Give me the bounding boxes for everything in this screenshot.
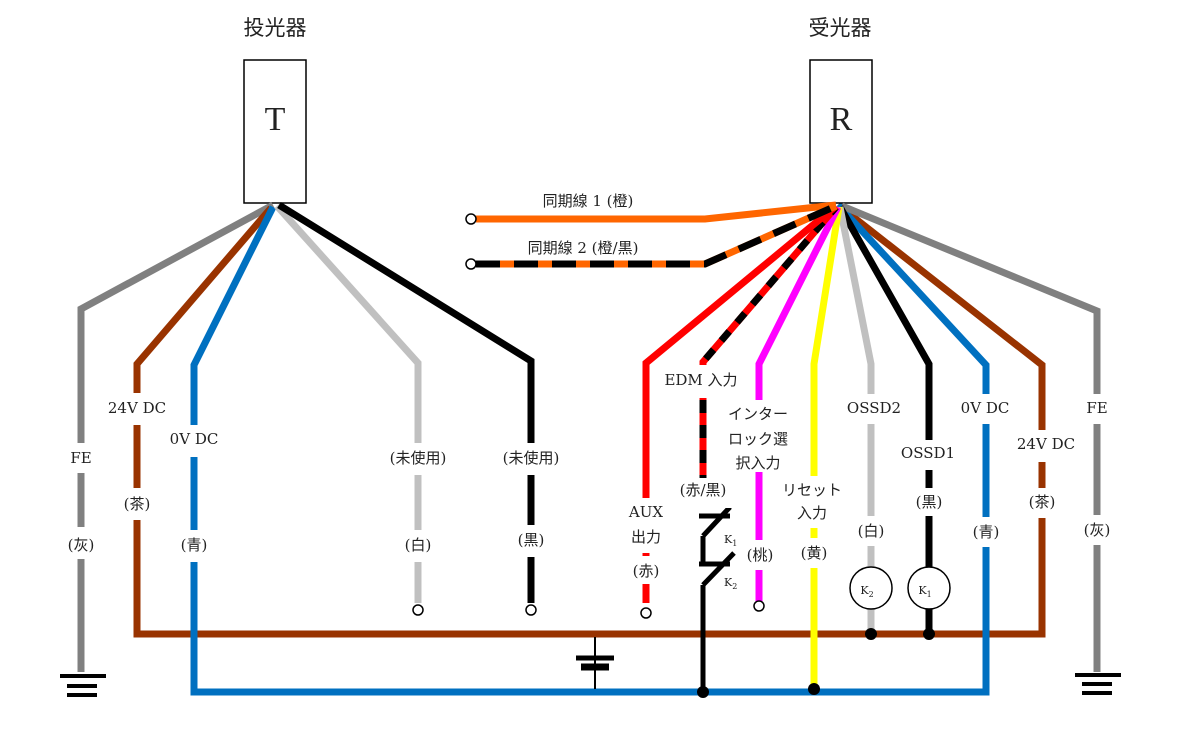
emitter-wire-unused-white — [274, 203, 422, 603]
emitter-fe-color: (灰) — [68, 536, 95, 554]
emitter-wire-24v — [133, 202, 1046, 638]
emitter-unused-black-color: (黒) — [518, 531, 545, 549]
receiver-24v-label: 24V DC — [1017, 435, 1075, 453]
svg-text:K1: K1 — [918, 584, 931, 599]
receiver-edm-color: (赤/黒) — [680, 481, 727, 499]
emitter-24v-color: (茶) — [124, 495, 151, 513]
emitter: 投光器 T — [243, 16, 307, 204]
contact-k1-label: K1 — [724, 533, 737, 548]
receiver-aux-label-2: 出力 — [631, 528, 661, 546]
emitter-0v-label: 0V DC — [170, 430, 219, 448]
receiver-wire-ossd1 — [836, 205, 933, 634]
emitter-wire-0v — [190, 202, 990, 696]
receiver-edm-label: EDM 入力 — [664, 371, 737, 389]
receiver-fe-label: FE — [1086, 399, 1107, 417]
receiver-wire-interlock — [755, 205, 842, 603]
receiver-reset-color: (黄) — [801, 544, 828, 562]
receiver-ossd1-color: (黒) — [916, 493, 943, 511]
receiver-interlock-label-2: ロック選 — [728, 430, 788, 448]
junctions — [697, 628, 935, 698]
emitter-title: 投光器 — [244, 16, 307, 40]
receiver-letter: R — [830, 101, 853, 138]
receiver-0v-label: 0V DC — [961, 399, 1010, 417]
relay-k2: K2 — [849, 566, 893, 610]
receiver-24v-color: (茶) — [1029, 493, 1056, 511]
receiver-ossd2-color: (白) — [858, 522, 885, 540]
receiver-interlock-color: (桃) — [747, 546, 774, 564]
open-terminals — [412, 213, 765, 619]
receiver-reset-label-1: リセット — [782, 481, 842, 499]
receiver-wire-reset — [810, 206, 843, 689]
sync-line-1-label: 同期線 1 (橙) — [543, 192, 634, 210]
receiver-0v-color: (青) — [973, 523, 1000, 541]
power-supply-icon — [576, 637, 614, 689]
sync-line-2-black — [476, 202, 838, 268]
emitter-unused-white-label: (未使用) — [390, 449, 447, 467]
emitter-fe-label: FE — [70, 449, 91, 467]
contact-k2-label: K2 — [724, 576, 737, 591]
receiver-box — [809, 59, 873, 204]
emitter-unused-black-label: (未使用) — [503, 449, 560, 467]
emitter-box — [243, 59, 307, 204]
emitter-wire-unused-black — [277, 202, 535, 603]
svg-text:K2: K2 — [860, 584, 873, 599]
receiver-interlock-label-3: 択入力 — [735, 454, 780, 472]
sync-line-2-label: 同期線 2 (橙/黒) — [528, 239, 639, 257]
emitter-letter: T — [265, 101, 286, 138]
receiver-ossd2-label: OSSD2 — [847, 399, 901, 417]
receiver-wire-edm-black — [700, 204, 839, 365]
receiver-aux-label-1: AUX — [628, 503, 663, 521]
emitter-unused-white-color: (白) — [405, 536, 432, 554]
receiver: 受光器 R — [809, 16, 873, 204]
emitter-24v-label: 24V DC — [108, 399, 166, 417]
receiver-wire-fe — [840, 202, 1101, 672]
ground-icon-left — [60, 674, 106, 697]
emitter-0v-color: (青) — [181, 536, 208, 554]
receiver-aux-color: (赤) — [633, 562, 660, 580]
receiver-title: 受光器 — [809, 16, 872, 40]
receiver-ossd1-label: OSSD1 — [901, 444, 955, 462]
receiver-reset-label-2: 入力 — [797, 504, 827, 522]
receiver-interlock-label-1: インター — [728, 405, 788, 423]
receiver-fe-color: (灰) — [1084, 521, 1111, 539]
sync-line-1 — [476, 201, 837, 223]
labels: 同期線 1 (橙) 同期線 2 (橙/黒) FE (灰) 24V DC (茶) … — [62, 192, 1116, 584]
relay-k1: K1 — [907, 566, 951, 610]
ground-icon-right — [1075, 673, 1121, 695]
